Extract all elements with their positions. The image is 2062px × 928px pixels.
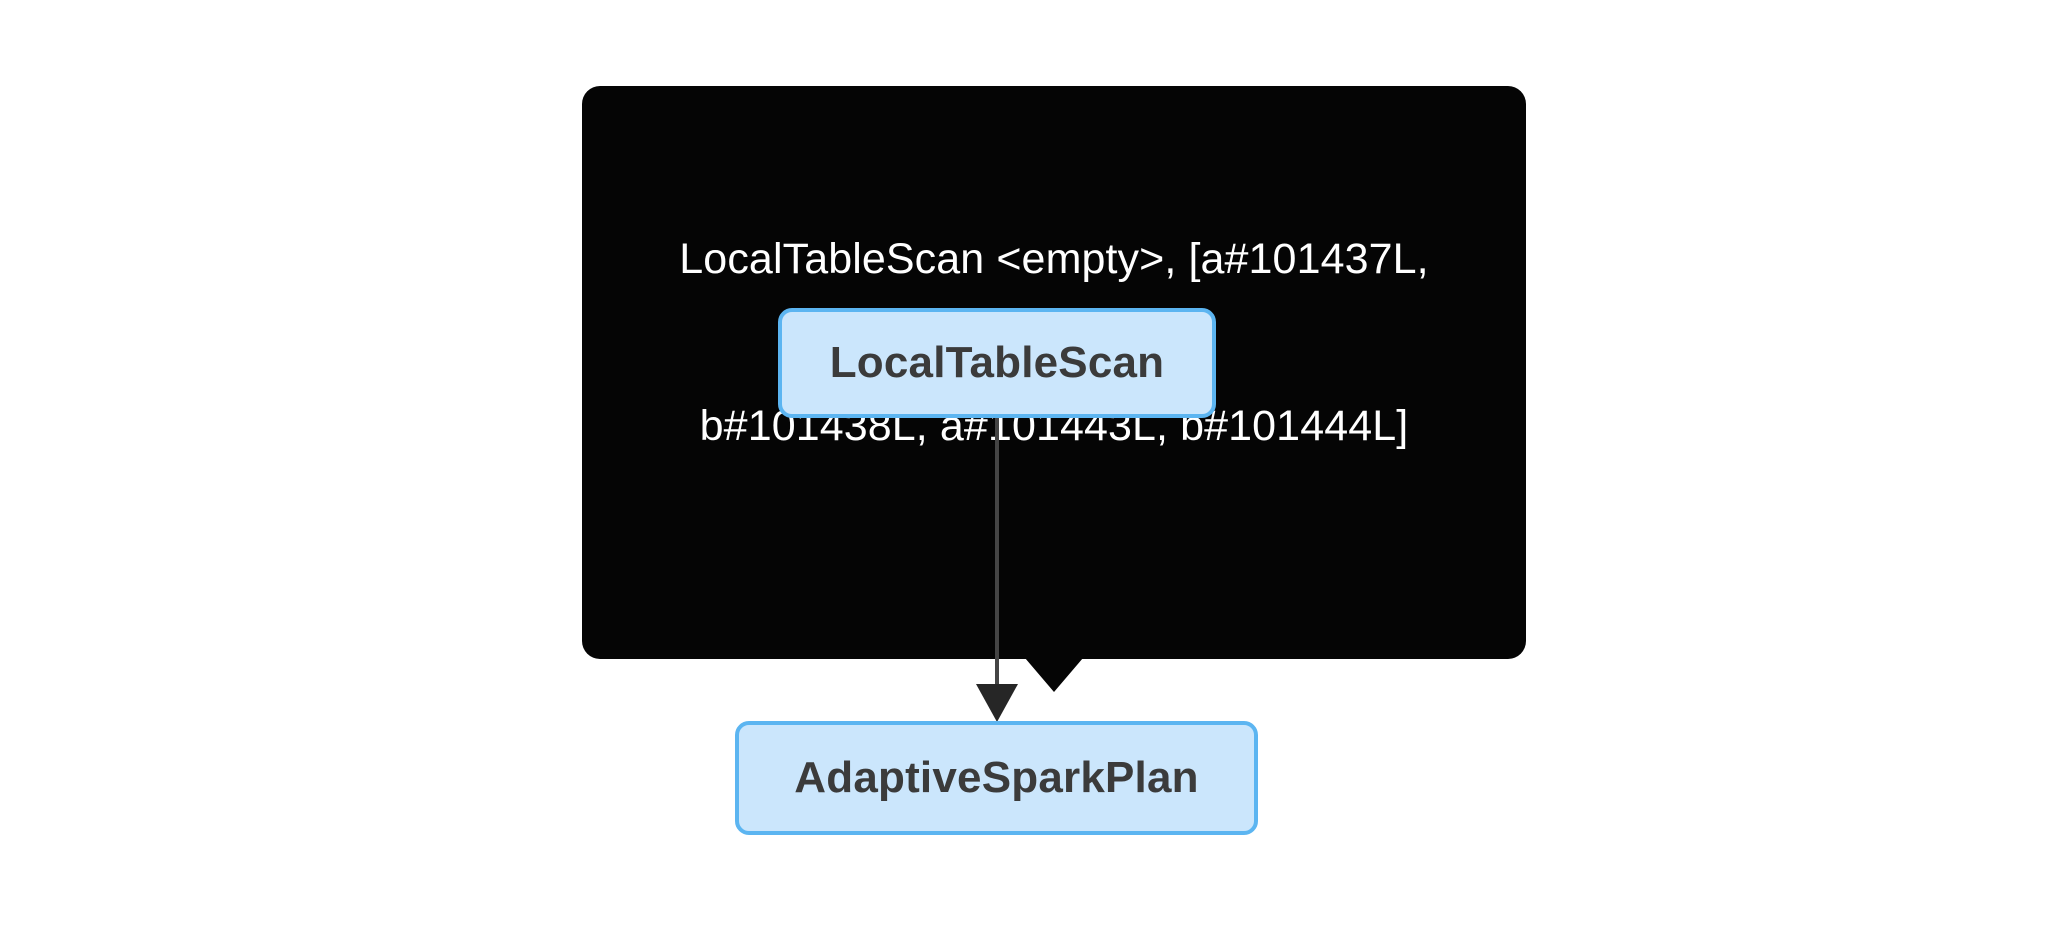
edge-localtablescan-to-adaptivesparkplan — [995, 418, 999, 688]
plan-node-label: AdaptiveSparkPlan — [794, 753, 1199, 802]
tooltip-pointer-arrow-icon — [1025, 658, 1083, 693]
plan-node-tooltip: LocalTableScan <empty>, [a#101437L, b#10… — [582, 86, 1526, 693]
tooltip-line-1: LocalTableScan <empty>, [a#101437L, — [679, 234, 1429, 283]
plan-node-label: LocalTableScan — [829, 338, 1165, 387]
plan-node-localtablescan[interactable]: LocalTableScan — [778, 308, 1216, 418]
edge-arrowhead-icon — [976, 684, 1018, 722]
plan-node-adaptivesparkplan[interactable]: AdaptiveSparkPlan — [735, 721, 1258, 835]
